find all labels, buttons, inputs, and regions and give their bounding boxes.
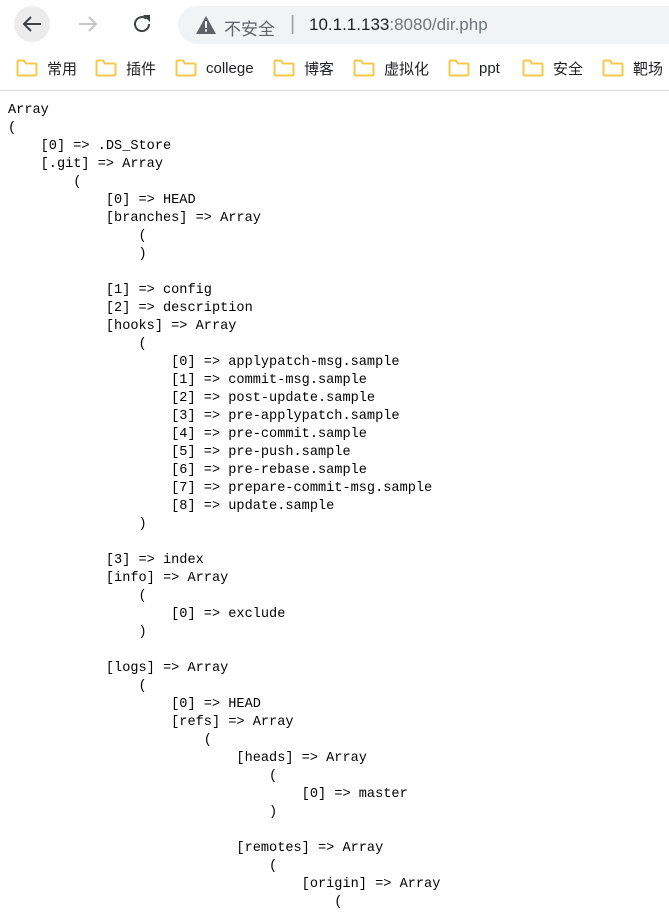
dump-line: [0] => master — [8, 787, 408, 802]
forward-button[interactable] — [70, 6, 106, 42]
reload-button[interactable] — [124, 6, 160, 42]
address-separator: | — [290, 13, 296, 35]
dump-line: ( — [8, 337, 147, 352]
dump-line: [logs] => Array — [8, 661, 229, 676]
dump-line: ) — [8, 247, 147, 262]
url-text[interactable]: 10.1.1.133:8080/dir.php — [309, 15, 488, 35]
dump-line: [1] => commit-msg.sample — [8, 373, 367, 388]
bookmark-label: 靶场 — [633, 60, 664, 78]
back-arrow-icon — [22, 16, 41, 32]
dump-line — [8, 642, 440, 660]
address-bar[interactable]: 不安全 | 10.1.1.133:8080/dir.php — [178, 6, 669, 44]
folder-icon — [273, 59, 295, 77]
browser-toolbar: 不安全 | 10.1.1.133:8080/dir.php — [0, 0, 669, 46]
forward-arrow-icon — [79, 16, 98, 32]
folder-icon — [522, 59, 544, 77]
dump-line: ) — [8, 625, 147, 640]
dump-line: [hooks] => Array — [8, 319, 237, 334]
dump-line: [info] => Array — [8, 571, 229, 586]
folder-icon — [95, 59, 117, 77]
dump-line: [remotes] => Array — [8, 841, 384, 856]
bookmark-label: 安全 — [553, 60, 584, 78]
dump-line: [5] => pre-push.sample — [8, 445, 351, 460]
bookmark-folder-插件[interactable]: 插件 — [95, 54, 156, 82]
security-status-label[interactable]: 不安全 — [224, 20, 275, 39]
folder-icon — [16, 59, 38, 77]
dump-line: [0] => HEAD — [8, 193, 196, 208]
dump-line: [4] => pre-commit.sample — [8, 427, 367, 442]
bookmark-label: 虚拟化 — [384, 60, 430, 78]
warning-triangle-icon — [196, 16, 216, 34]
dump-line: ( — [8, 679, 147, 694]
dump-line: [7] => prepare-commit-msg.sample — [8, 481, 433, 496]
dump-line: ) — [8, 805, 278, 820]
bookmark-label: 常用 — [47, 60, 78, 78]
bookmarks-bar: 常用 插件 college 博客 虚拟化 ppt 安全 靶场 — [0, 46, 669, 91]
folder-icon — [448, 59, 470, 77]
bookmark-label: 插件 — [126, 60, 157, 78]
folder-icon — [353, 59, 375, 77]
folder-icon — [175, 59, 197, 77]
bookmark-folder-安全[interactable]: 安全 — [522, 54, 583, 82]
url-path: :8080/dir.php — [389, 15, 488, 34]
dump-line: ( — [8, 121, 17, 136]
url-host: 10.1.1.133 — [309, 15, 390, 34]
dump-line: [origin] => Array — [8, 877, 441, 892]
dump-line: [0] => applypatch-msg.sample — [8, 355, 400, 370]
dump-line: Array — [8, 103, 49, 118]
dump-line: [branches] => Array — [8, 211, 261, 226]
dump-line: ( — [8, 229, 147, 244]
dump-line: ( — [8, 175, 82, 190]
dump-line — [8, 264, 440, 282]
dump-line: [1] => config — [8, 283, 212, 298]
dump-line: [.git] => Array — [8, 157, 163, 172]
dump-line: [0] => exclude — [8, 607, 286, 622]
dump-line: [6] => pre-rebase.sample — [8, 463, 367, 478]
bookmark-folder-常用[interactable]: 常用 — [16, 54, 77, 82]
bookmark-folder-虚拟化[interactable]: 虚拟化 — [353, 54, 429, 82]
dump-line: ( — [8, 769, 278, 784]
dump-line: [2] => post-update.sample — [8, 391, 376, 406]
dump-line: [3] => index — [8, 553, 204, 568]
bookmark-label: 博客 — [304, 60, 335, 78]
dump-line: ) — [8, 517, 147, 532]
page-content-array-dump: Array( [0] => .DS_Store [.git] => Array … — [8, 102, 440, 912]
dump-line — [8, 534, 440, 552]
dump-line: [3] => pre-applypatch.sample — [8, 409, 400, 424]
folder-icon — [602, 59, 624, 77]
bookmark-label: ppt — [479, 59, 500, 77]
dump-line: [0] => HEAD — [8, 697, 261, 712]
dump-line: ( — [8, 859, 278, 874]
dump-line: [2] => description — [8, 301, 253, 316]
dump-line: ( — [8, 589, 147, 604]
dump-line — [8, 822, 440, 840]
dump-line: [0] => .DS_Store — [8, 139, 172, 154]
bookmark-folder-college[interactable]: college — [175, 54, 254, 82]
bookmark-folder-靶场[interactable]: 靶场 — [602, 54, 663, 82]
dump-line: [refs] => Array — [8, 715, 294, 730]
bookmark-folder-博客[interactable]: 博客 — [273, 54, 334, 82]
dump-line: [8] => update.sample — [8, 499, 335, 514]
dump-line: [heads] => Array — [8, 751, 367, 766]
dump-line: ( — [8, 733, 212, 748]
back-button[interactable] — [14, 6, 50, 42]
dump-line: ( — [8, 895, 343, 910]
bookmark-label: college — [206, 59, 254, 77]
bookmark-folder-ppt[interactable]: ppt — [448, 54, 500, 82]
reload-icon — [134, 15, 151, 33]
